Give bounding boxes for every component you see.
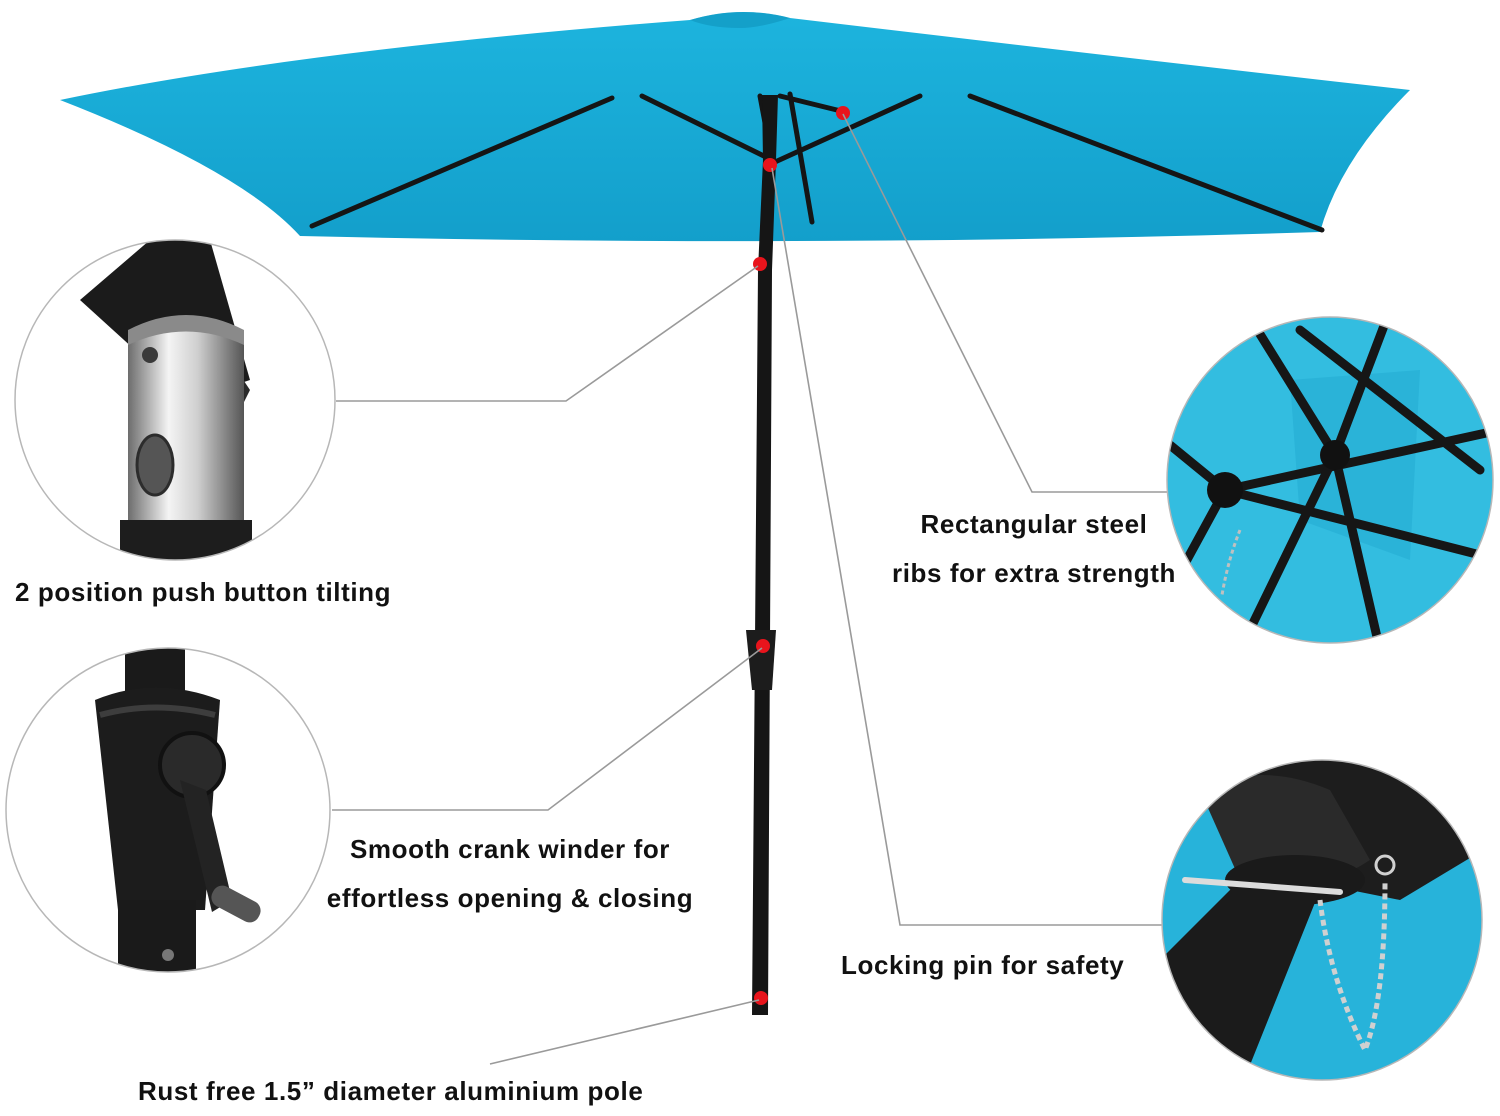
leader-pin xyxy=(771,167,1162,926)
callout-crank-line1: Smooth crank winder for xyxy=(349,834,671,864)
callout-ribs-line2: ribs for extra strength xyxy=(892,558,1176,588)
umbrella-main xyxy=(60,11,1410,1015)
detail-steel-ribs xyxy=(1166,316,1494,644)
callout-tilt: 2 position push button tilting xyxy=(15,568,391,617)
locking-pin-icon xyxy=(1182,877,1343,895)
marker-rib xyxy=(836,106,850,120)
screw-icon xyxy=(142,347,158,363)
callout-pole: Rust free 1.5” diameter aluminium pole xyxy=(138,1067,643,1116)
callout-ribs: Rectangular steel ribs for extra strengt… xyxy=(884,500,1184,598)
callout-pin-text: Locking pin for safety xyxy=(841,950,1125,980)
push-button-icon xyxy=(135,433,175,497)
detail-crank-winder xyxy=(5,647,331,973)
crank-housing xyxy=(746,630,776,690)
marker-hub xyxy=(763,158,777,172)
safety-chain-icon xyxy=(1317,879,1388,1057)
leader-pole xyxy=(489,999,760,1065)
leader-crank xyxy=(332,647,763,811)
marker-pole xyxy=(754,991,768,1005)
callout-crank: Smooth crank winder for effortless openi… xyxy=(315,825,705,923)
umbrella-ribs xyxy=(309,91,1325,233)
detail-tilt-mechanism xyxy=(14,239,336,561)
crank-handle-icon xyxy=(180,780,232,912)
callout-ribs-line1: Rectangular steel xyxy=(920,509,1148,539)
leader-lines xyxy=(332,113,1167,1065)
feature-markers xyxy=(753,106,850,1005)
callout-pin: Locking pin for safety xyxy=(841,941,1124,990)
callout-pole-text: Rust free 1.5” diameter aluminium pole xyxy=(138,1076,644,1106)
detail-locking-pin xyxy=(1161,759,1483,1081)
leader-tilt xyxy=(336,265,759,402)
umbrella-canopy xyxy=(60,11,1410,242)
callout-crank-line2: effortless opening & closing xyxy=(326,883,694,913)
leader-ribs xyxy=(842,113,1167,493)
callout-tilt-text: 2 position push button tilting xyxy=(15,577,392,607)
umbrella-pole xyxy=(752,95,778,1015)
